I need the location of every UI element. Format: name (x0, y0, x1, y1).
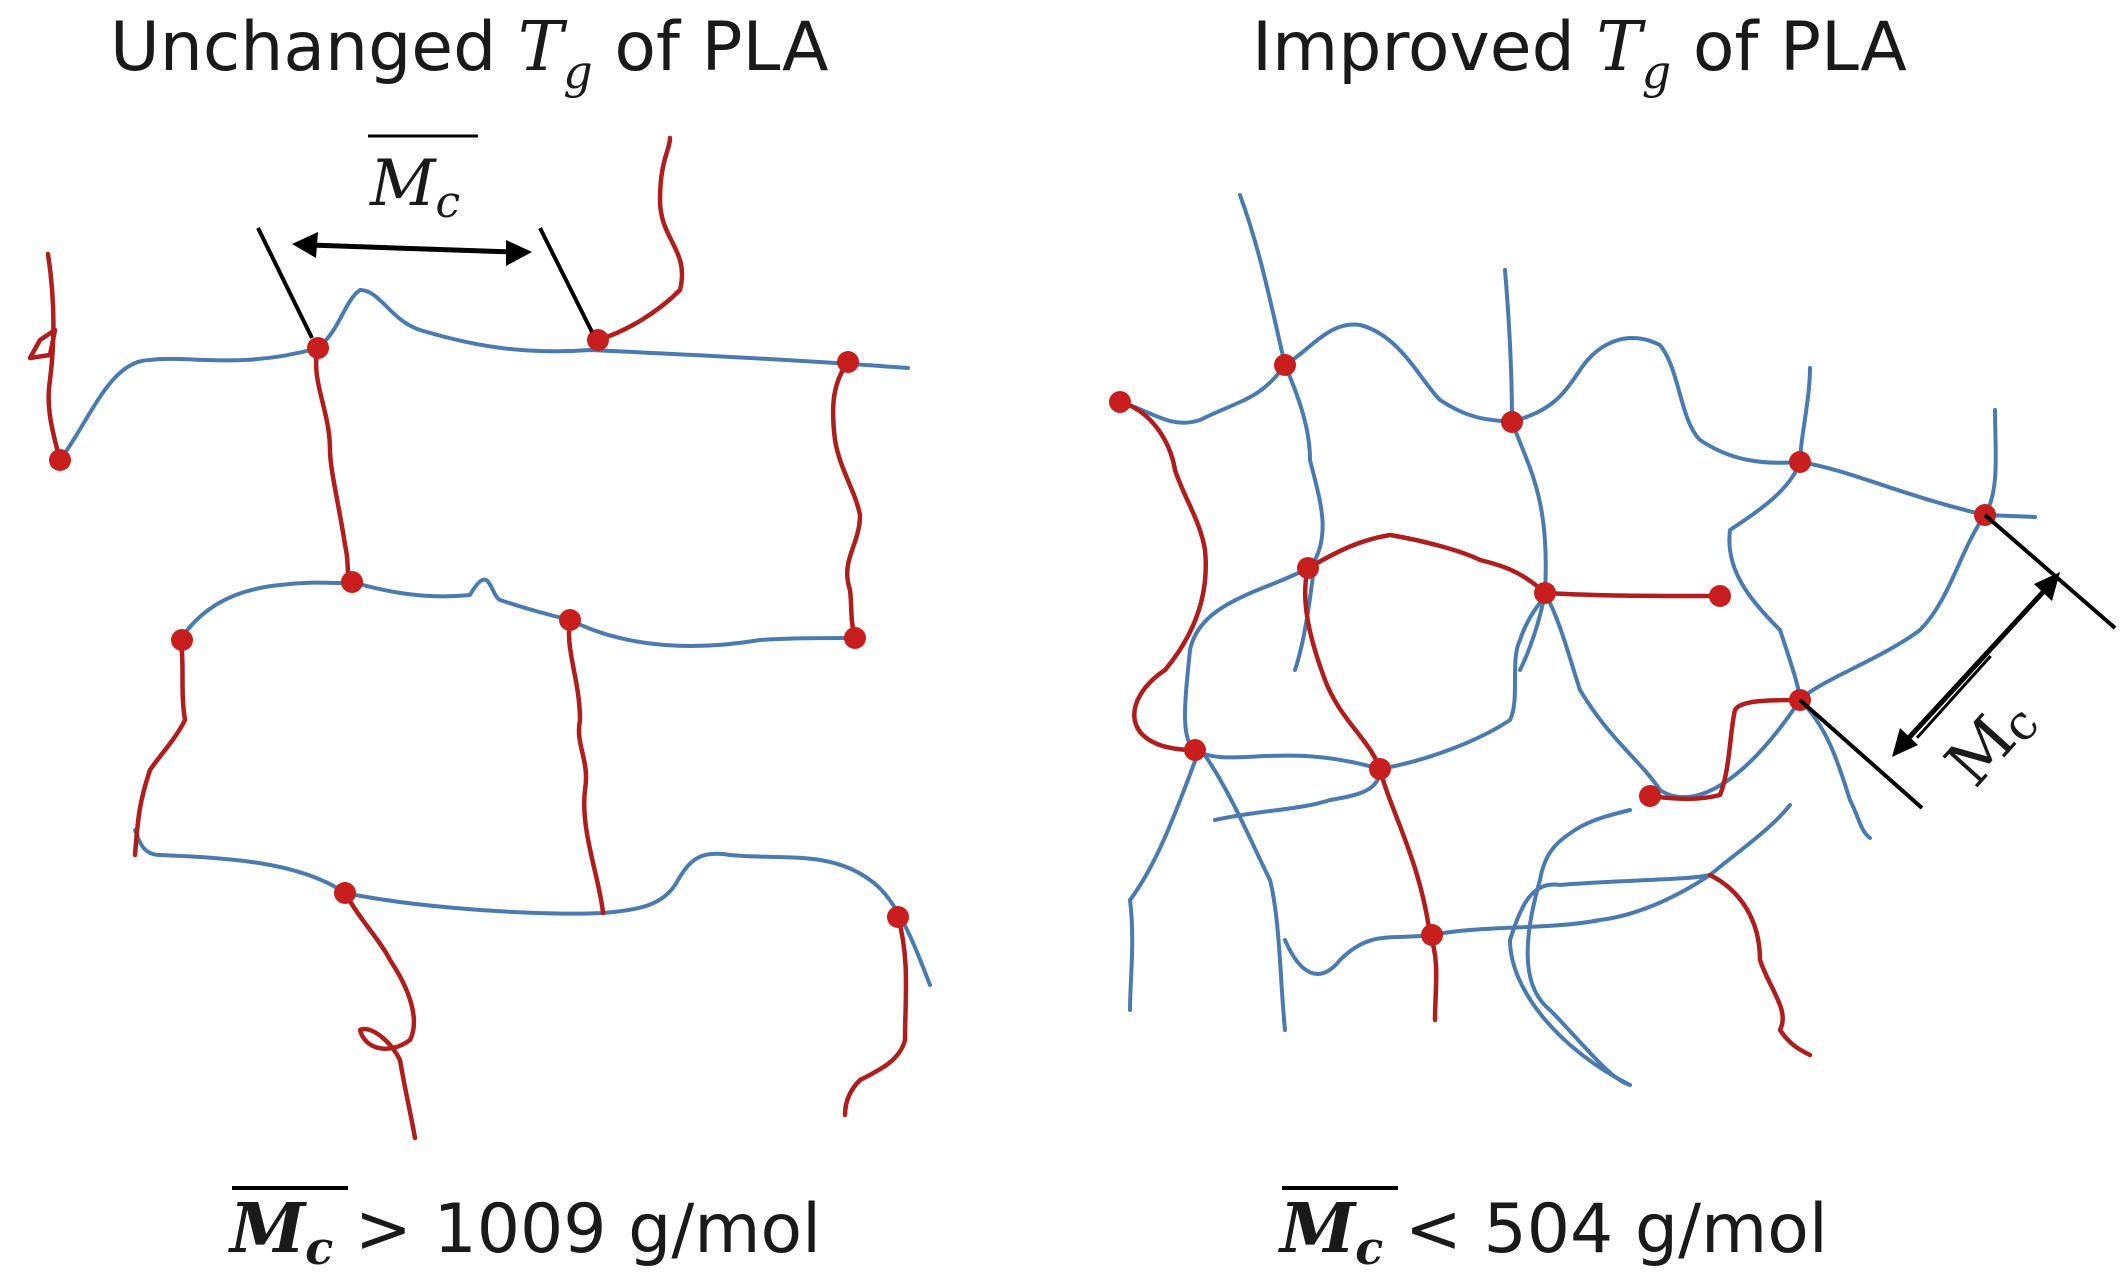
right-chain-14 (1525, 808, 1632, 1087)
left-node (307, 337, 329, 359)
right-chain-1 (1118, 322, 2037, 519)
svg-text:Mc < 504 g/mol: Mc < 504 g/mol (1278, 1189, 1828, 1275)
right-node (1501, 411, 1523, 433)
left-link-4 (566, 617, 606, 916)
left-node (341, 571, 363, 593)
left-node (334, 882, 356, 904)
right-node (1709, 585, 1731, 607)
right-chain-12 (1430, 803, 1792, 937)
left-network (27, 135, 932, 1141)
right-link-1 (1117, 399, 1208, 753)
right-node (1109, 391, 1131, 413)
left-link-8 (595, 135, 685, 343)
right-link-6 (1707, 872, 1813, 1058)
right-node (1274, 354, 1296, 376)
right-mc-dimension: Mc (1798, 513, 2117, 810)
left-mc-label: Mc (369, 147, 460, 228)
left-node (887, 906, 909, 928)
right-node (1639, 785, 1661, 807)
right-node (1369, 758, 1391, 780)
right-node (1421, 924, 1443, 946)
right-chain-13 (1508, 873, 1712, 1087)
right-link-2 (1305, 532, 1548, 596)
right-node (1184, 739, 1206, 761)
right-link-5 (1647, 697, 1803, 802)
right-chain-3 (1503, 268, 1548, 672)
left-node (49, 449, 71, 471)
left-link-6 (842, 914, 909, 1118)
left-node (559, 609, 581, 631)
svg-text:Mc > 1009 g/mol: Mc > 1009 g/mol (228, 1189, 821, 1275)
right-link-4 (1302, 565, 1439, 1023)
right-chain-8 (1128, 746, 1202, 1012)
left-caption: Mc > 1009 g/mol (228, 1186, 821, 1275)
right-link-3 (1542, 590, 1723, 599)
right-chain-9 (1198, 746, 1287, 1032)
right-chain-11 (1283, 933, 1434, 976)
left-chain-middle (178, 577, 857, 648)
left-node (837, 351, 859, 373)
right-chain-6 (1183, 566, 1547, 771)
right-chain-2 (1238, 193, 1325, 672)
left-title: Unchanged Tg of PLA (110, 8, 828, 99)
left-node (844, 627, 866, 649)
right-chain-10 (1213, 767, 1382, 822)
left-link-3 (132, 637, 188, 858)
left-link-5 (342, 890, 418, 1141)
left-node (171, 629, 193, 651)
right-chain-5 (1798, 408, 1998, 702)
right-chain-4 (1727, 366, 1812, 702)
left-link-2 (830, 359, 863, 641)
left-chain-bottom (133, 828, 932, 987)
right-network (1109, 193, 2037, 1087)
left-chain-top (58, 288, 910, 462)
right-node (1789, 451, 1811, 473)
left-mc-dimension: Mc (256, 134, 594, 339)
right-title: Improved Tg of PLA (1252, 8, 1907, 99)
right-caption: Mc < 504 g/mol (1278, 1186, 1828, 1275)
left-link-1 (313, 345, 355, 585)
right-chain-7 (1543, 591, 1872, 840)
left-node (587, 329, 609, 351)
right-node (1534, 582, 1556, 604)
left-link-7 (27, 251, 63, 463)
right-node (1297, 557, 1319, 579)
